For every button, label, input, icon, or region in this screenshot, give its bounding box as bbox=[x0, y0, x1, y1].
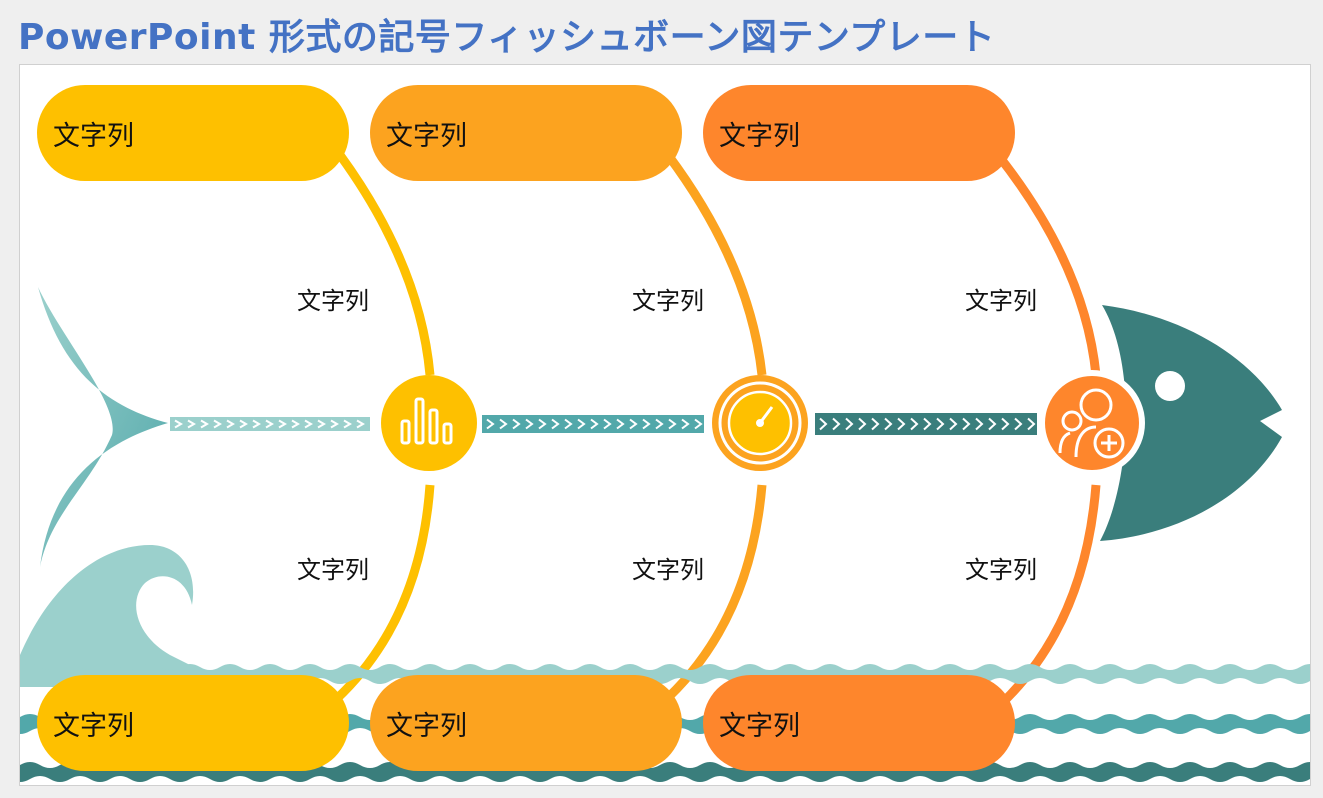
top-box-1: 文字列 bbox=[37, 85, 349, 181]
bottom-box-text: 文字列 bbox=[719, 710, 800, 742]
lower-label-2: 文字列 bbox=[632, 556, 704, 584]
add-user-icon bbox=[1039, 370, 1145, 476]
top-box-text: 文字列 bbox=[386, 120, 467, 152]
lower-label-1: 文字列 bbox=[297, 556, 369, 584]
bone-lower-1 bbox=[327, 484, 435, 709]
upper-label-3: 文字列 bbox=[965, 287, 1037, 315]
wave-swirl bbox=[20, 545, 194, 685]
bone-lower-2 bbox=[657, 484, 767, 709]
fish-tail bbox=[38, 287, 168, 567]
bar-chart-icon bbox=[381, 375, 477, 471]
fishbone-slide: 文字列 文字列 文字列 文字列 文字列 文字列 文字列 文字列 文字列 文字列 … bbox=[19, 64, 1311, 786]
bone-lower-3 bbox=[996, 484, 1101, 709]
fish-head bbox=[1100, 305, 1282, 541]
gauge-icon bbox=[712, 375, 808, 471]
lower-label-3: 文字列 bbox=[965, 556, 1037, 584]
bone-upper-1 bbox=[336, 152, 435, 376]
top-box-2: 文字列 bbox=[370, 85, 682, 181]
top-box-3: 文字列 bbox=[703, 85, 1015, 181]
page-title: PowerPoint 形式の記号フィッシュボーン図テンプレート bbox=[18, 17, 996, 58]
upper-label-2: 文字列 bbox=[632, 287, 704, 315]
bottom-box-2: 文字列 bbox=[370, 675, 682, 771]
top-box-text: 文字列 bbox=[53, 120, 134, 152]
bone-upper-2 bbox=[664, 152, 767, 376]
bottom-box-1: 文字列 bbox=[37, 675, 349, 771]
bottom-box-3: 文字列 bbox=[703, 675, 1015, 771]
spine bbox=[170, 413, 1037, 435]
bottom-box-text: 文字列 bbox=[53, 710, 134, 742]
top-box-text: 文字列 bbox=[719, 120, 800, 152]
fish-eye bbox=[1155, 371, 1185, 401]
bone-upper-3 bbox=[994, 152, 1101, 376]
upper-label-1: 文字列 bbox=[297, 287, 369, 315]
bottom-box-text: 文字列 bbox=[386, 710, 467, 742]
bones bbox=[327, 152, 1101, 709]
